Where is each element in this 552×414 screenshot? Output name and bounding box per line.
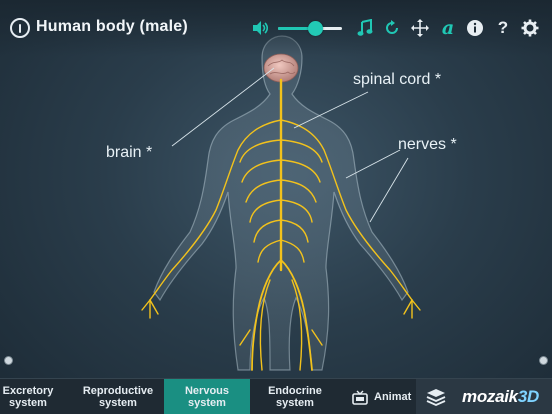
nerves-model[interactable] <box>141 78 421 371</box>
tab-label-line2: system <box>276 397 314 409</box>
music-note-icon[interactable] <box>354 17 376 39</box>
volume-slider-fill <box>278 27 316 30</box>
reset-icon[interactable] <box>381 17 403 39</box>
tv-icon <box>352 390 368 405</box>
tab-animations[interactable]: Animat <box>344 379 416 414</box>
app-info-button[interactable] <box>10 18 30 38</box>
text-label-icon[interactable]: a <box>441 17 455 39</box>
brand-logo: mozaik3D <box>462 387 539 407</box>
label-nerves[interactable]: nerves * <box>398 136 457 153</box>
help-icon[interactable]: ? <box>497 18 509 37</box>
tab-label-line2: system <box>99 397 137 409</box>
tab-label-line2: system <box>9 397 47 409</box>
brand-accent: 3D <box>517 387 539 406</box>
speaker-icon[interactable] <box>249 17 271 39</box>
label-leader-lines <box>171 67 409 223</box>
info-circle-icon[interactable] <box>464 17 486 39</box>
brain-model[interactable] <box>263 53 299 83</box>
move-arrows-icon[interactable] <box>409 17 431 39</box>
label-brain[interactable]: brain * <box>106 144 153 161</box>
page-title: Human body (male) <box>36 18 188 35</box>
layers-icon[interactable] <box>426 388 446 406</box>
tab-label-line1: Excretory <box>2 385 54 397</box>
tab-label-line1: Nervous <box>184 385 230 397</box>
top-toolbar: Human body (male) a ? <box>0 0 552 56</box>
tab-label-line2: system <box>188 397 226 409</box>
tab-label-line1: Reproductive <box>82 385 154 397</box>
tab-label-line1: Endocrine <box>268 385 322 397</box>
right-scroll-handle[interactable] <box>539 356 548 365</box>
left-scroll-handle[interactable] <box>4 356 13 365</box>
label-spinal-cord[interactable]: spinal cord * <box>353 71 442 88</box>
tab-label-line1: Animat <box>374 391 412 403</box>
info-icon <box>19 23 21 33</box>
brand-area: mozaik3D <box>416 379 552 414</box>
volume-slider-knob[interactable] <box>307 21 323 36</box>
brand-name: mozaik <box>462 387 518 406</box>
settings-icon[interactable] <box>519 17 541 39</box>
